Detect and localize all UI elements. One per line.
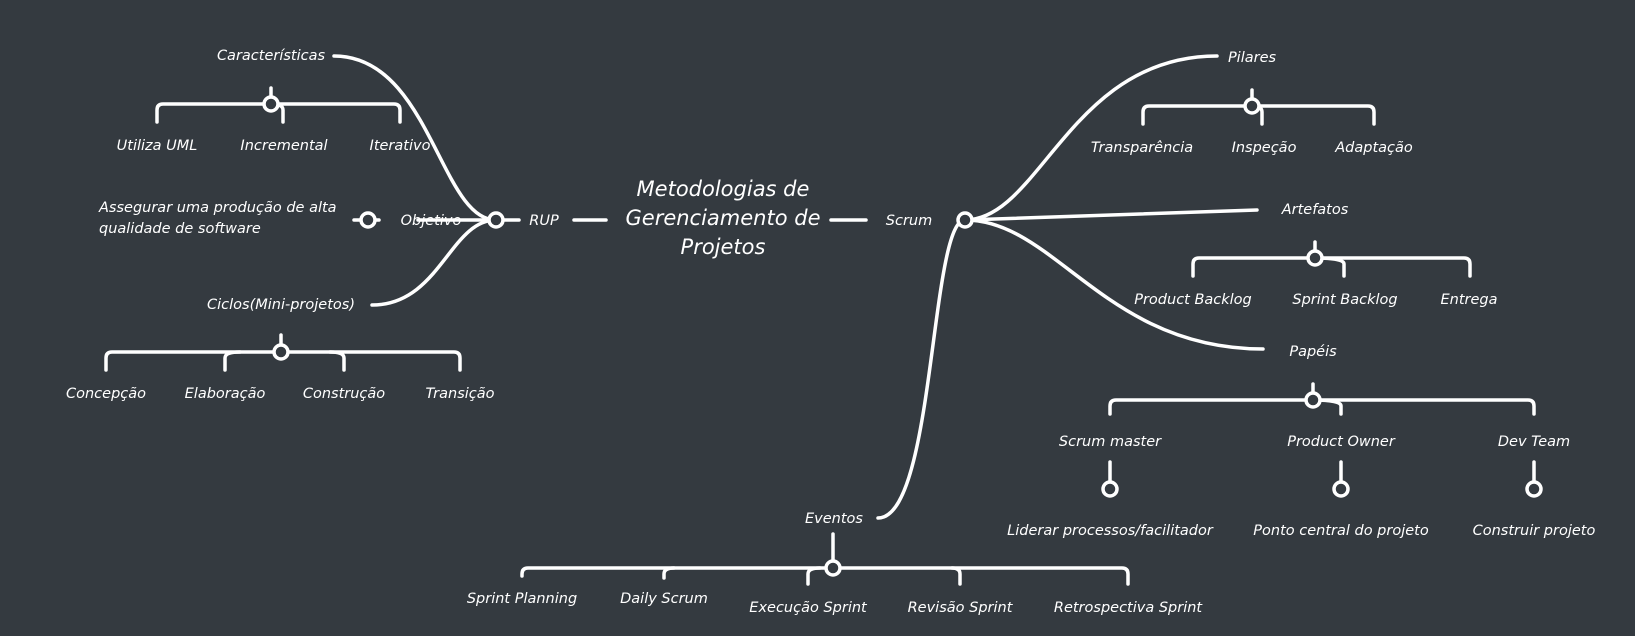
ciclo-item: Transição [425, 386, 494, 402]
role-desc: Ponto central do projeto [1253, 523, 1429, 539]
objetivo-text-line-1: Assegurar uma produção de alta [98, 200, 337, 216]
evento-item: Sprint Planning [467, 591, 577, 607]
pilar-item: Adaptação [1334, 140, 1413, 156]
caracteristicas-node: Características [217, 48, 326, 64]
eventos-node: Eventos [805, 511, 863, 527]
artefatos-node: Artefatos [1281, 202, 1349, 218]
evento-item: Revisão Sprint [908, 600, 1014, 616]
objetivo-text-line-2: qualidade de software [99, 221, 261, 237]
connector-knots [262, 95, 1543, 577]
role-name: Product Owner [1287, 434, 1396, 450]
central-title-line-2: Gerenciamento de [626, 206, 821, 230]
rup-node: RUP [529, 213, 559, 229]
connector-lines [104, 54, 1536, 586]
pilar-item: Inspeção [1232, 140, 1297, 156]
ciclos-node: Ciclos(Mini-projetos) [207, 297, 355, 313]
role-desc: Construir projeto [1473, 523, 1596, 539]
ciclos-knot [272, 343, 290, 361]
ciclo-item: Construção [303, 386, 385, 402]
papeis-knot [1304, 391, 1322, 409]
pilar-item: Transparência [1091, 140, 1193, 156]
artefato-item: Product Backlog [1134, 292, 1252, 308]
central-title-line-1: Metodologias de [637, 177, 810, 201]
scrum-hub-knot [956, 211, 974, 229]
artefato-item: Entrega [1440, 292, 1497, 308]
objetivo-node: Objetivo [401, 213, 462, 229]
node-labels: Metodologias de Gerenciamento de Projeto… [66, 48, 1595, 616]
scrum-master-knot [1101, 480, 1119, 498]
role-name: Dev Team [1498, 434, 1570, 450]
caracteristica-item: Incremental [240, 138, 327, 154]
eventos-knot [824, 559, 842, 577]
role-desc: Liderar processos/facilitador [1007, 523, 1214, 539]
artefatos-knot [1306, 249, 1324, 267]
caracteristica-item: Iterativo [370, 138, 431, 154]
evento-item: Execução Sprint [749, 600, 868, 616]
pilares-node: Pilares [1228, 50, 1277, 66]
papeis-node: Papéis [1289, 344, 1337, 360]
pilares-knot [1243, 97, 1261, 115]
caracteristica-item: Utiliza UML [117, 138, 198, 154]
dev-team-knot [1525, 480, 1543, 498]
ciclo-item: Concepção [66, 386, 146, 402]
product-owner-knot [1332, 480, 1350, 498]
evento-item: Daily Scrum [620, 591, 708, 607]
objetivo-knot [359, 211, 377, 229]
artefato-item: Sprint Backlog [1292, 292, 1397, 308]
scrum-node: Scrum [886, 213, 932, 229]
caracteristicas-knot [262, 95, 280, 113]
role-name: Scrum master [1059, 434, 1162, 450]
central-title-line-3: Projetos [681, 235, 766, 259]
ciclo-item: Elaboração [185, 386, 266, 402]
evento-item: Retrospectiva Sprint [1054, 600, 1204, 616]
rup-hub-knot [487, 211, 505, 229]
